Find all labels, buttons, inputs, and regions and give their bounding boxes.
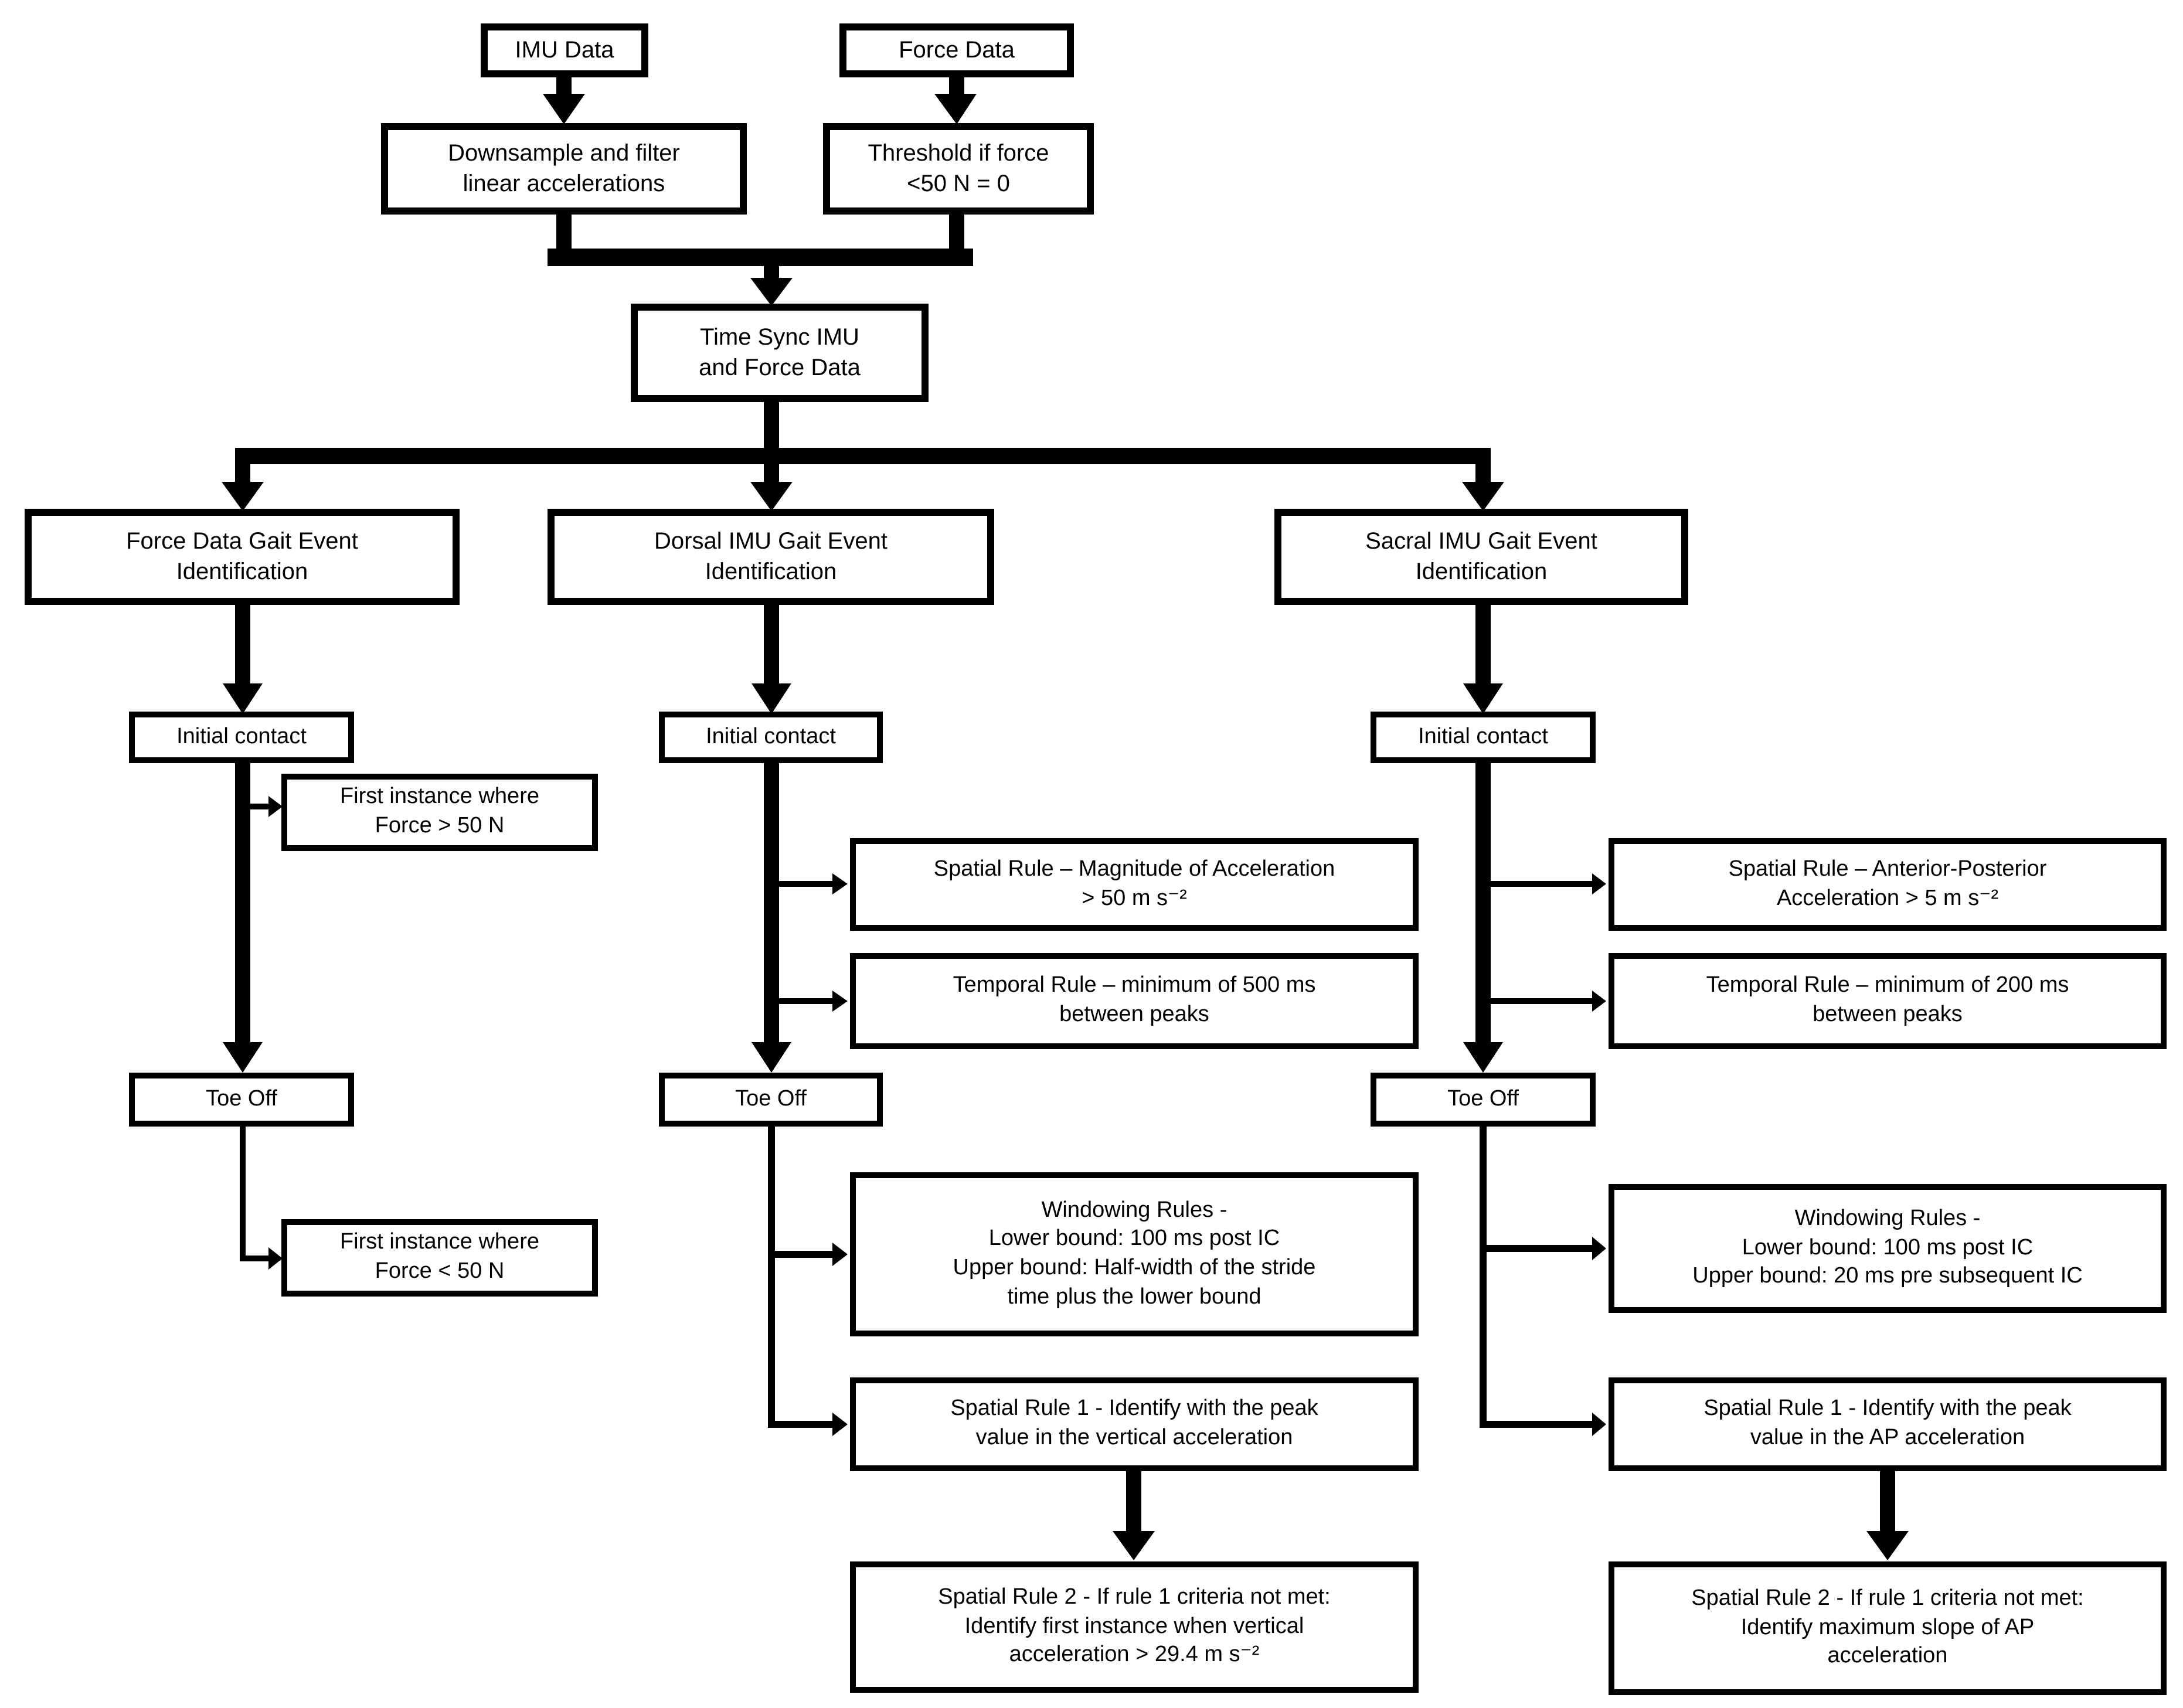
arrow-sacral-spatial-rule [1483,873,1606,894]
arrow-imu-to-downsample [543,75,585,124]
node-imu-data: IMU Data [481,23,648,77]
node-dorsal-temporal-rule: Temporal Rule – minimum of 500 ms betwee… [850,953,1419,1049]
arrow-sacral-spatial1-to-spatial2 [1866,1471,1909,1560]
arrow-force-ic-rule [243,796,283,817]
node-force-initial-contact: Initial contact [129,712,354,763]
arrow-dorsal-windowing [771,1243,848,1266]
arrow-sacral-temporal-rule [1483,991,1606,1012]
arrow-sacral-ic-to-toeoff [1463,763,1503,1073]
node-sacral-spatial-rule-1: Spatial Rule 1 - Identify with the peak … [1609,1377,2167,1471]
node-force-ic-rule: First instance where Force > 50 N [281,774,598,851]
arrow-sacral-spatial1 [1483,1413,1606,1436]
arrow-force-toeoff-rule [240,1127,283,1270]
arrow-dorsal-temporal-rule [771,991,848,1012]
node-sacral-initial-contact: Initial contact [1371,712,1596,763]
arrow-force-ic-to-toeoff [223,763,263,1073]
arrow-sacral-windowing [1483,1237,1606,1260]
arrow-split-to-sacral-branch [1462,448,1504,511]
node-dorsal-spatial-rule-2: Spatial Rule 2 - If rule 1 criteria not … [850,1561,1419,1693]
node-dorsal-branch-header: Dorsal IMU Gait Event Identification [548,509,994,605]
node-force-branch-header: Force Data Gait Event Identification [25,509,460,605]
node-sacral-toe-off: Toe Off [1371,1073,1596,1127]
arrow-split-to-dorsal-branch [750,460,793,511]
node-dorsal-toe-off: Toe Off [659,1073,883,1127]
connector-timesync-split-bar [235,402,1491,464]
node-sacral-spatial-rule: Spatial Rule – Anterior-Posterior Accele… [1609,838,2167,931]
arrow-dorsal-spatial1-to-spatial2 [1113,1471,1155,1560]
arrow-force-header-to-ic [223,605,263,714]
node-force-toeoff-rule: First instance where Force < 50 N [281,1219,598,1297]
node-sacral-branch-header: Sacral IMU Gait Event Identification [1274,509,1688,605]
node-force-data: Force Data [839,23,1074,77]
node-dorsal-windowing-rules: Windowing Rules - Lower bound: 100 ms po… [850,1172,1419,1336]
arrow-sacral-header-to-ic [1463,605,1503,714]
arrow-dorsal-spatial-rule [771,873,848,894]
arrow-force-to-threshold [934,75,977,124]
node-time-sync: Time Sync IMU and Force Data [631,304,929,402]
arrow-dorsal-spatial1 [771,1413,848,1436]
node-sacral-windowing-rules: Windowing Rules - Lower bound: 100 ms po… [1609,1184,2167,1313]
node-dorsal-initial-contact: Initial contact [659,712,883,763]
node-sacral-spatial-rule-2: Spatial Rule 2 - If rule 1 criteria not … [1609,1561,2167,1695]
node-sacral-temporal-rule: Temporal Rule – minimum of 200 ms betwee… [1609,953,2167,1049]
node-force-toe-off: Toe Off [129,1073,354,1127]
arrow-dorsal-ic-to-toeoff [752,763,791,1073]
connector-sacral-toeoff-stem [1480,1127,1487,1428]
node-dorsal-spatial-rule: Spatial Rule – Magnitude of Acceleration… [850,838,1419,931]
node-downsample-filter: Downsample and filter linear acceleratio… [381,123,747,215]
arrow-dorsal-header-to-ic [752,605,791,714]
node-threshold-force: Threshold if force <50 N = 0 [823,123,1094,215]
node-dorsal-spatial-rule-1: Spatial Rule 1 - Identify with the peak … [850,1377,1419,1471]
connector-dorsal-toeoff-stem [768,1127,775,1428]
connector-merge-junction [548,213,973,306]
arrow-split-to-force-branch [222,448,264,511]
